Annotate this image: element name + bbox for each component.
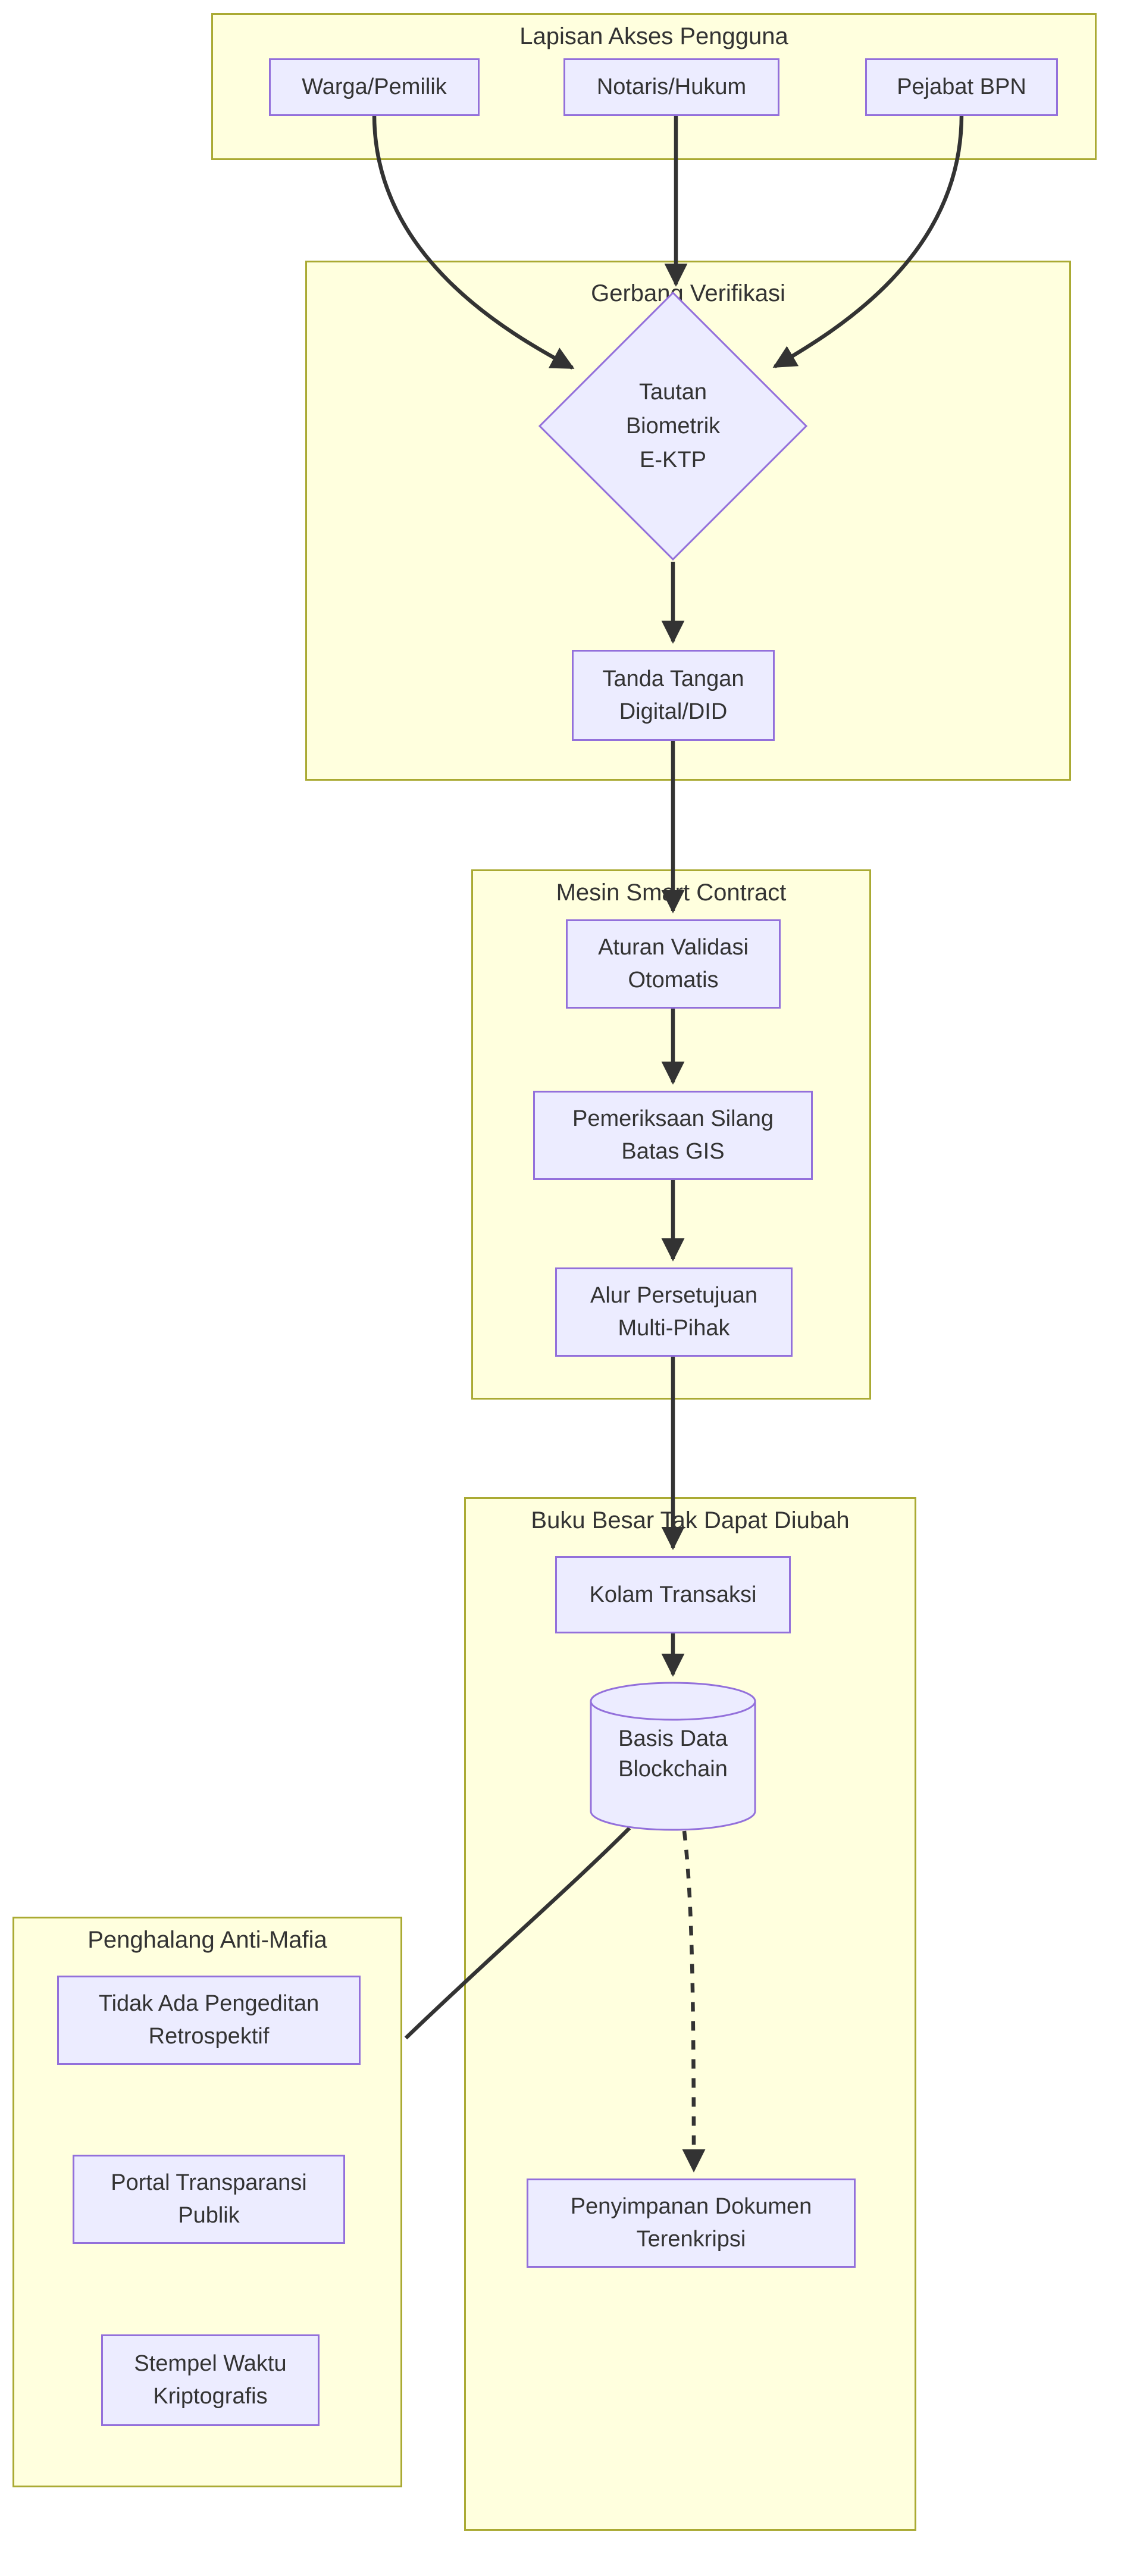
edge-basis-to-penyimpanan xyxy=(682,1830,706,2173)
container-title-gerbang: Gerbang Verifikasi xyxy=(591,280,785,306)
container-title-penghalang: Penghalang Anti-Mafia xyxy=(87,1927,327,1953)
node-portal-transparansi-publik: Portal Transparansi Publik xyxy=(73,2155,345,2244)
node-alur-persetujuan-multi-pihak: Alur Persetujuan Multi-Pihak xyxy=(555,1267,793,1357)
node-stempel-waktu-kriptografis: Stempel Waktu Kriptografis xyxy=(101,2334,320,2426)
container-buku-besar: Buku Besar Tak Dapat Diubah xyxy=(464,1497,916,2531)
node-tanda-tangan-digital-did: Tanda Tangan Digital/DID xyxy=(572,650,775,741)
container-title-buku: Buku Besar Tak Dapat Diubah xyxy=(531,1507,850,1533)
node-notaris-hukum: Notaris/Hukum xyxy=(563,58,779,116)
edge-pejabat-to-tautan xyxy=(772,114,964,368)
cylinder-basis-data-blockchain xyxy=(590,1682,756,1831)
edge-warga-to-tautan xyxy=(372,114,575,370)
cylinder-top-rim xyxy=(590,1701,756,1721)
node-pemeriksaan-silang-batas-gis: Pemeriksaan Silang Batas GIS xyxy=(533,1091,813,1180)
edge-basis-to-tidak xyxy=(404,1826,631,2040)
container-title-lapisan: Lapisan Akses Pengguna xyxy=(519,23,788,49)
node-penyimpanan-dokumen-terenkripsi: Penyimpanan Dokumen Terenkripsi xyxy=(527,2179,856,2268)
node-aturan-validasi-otomatis: Aturan Validasi Otomatis xyxy=(566,919,781,1009)
node-kolam-transaksi: Kolam Transaksi xyxy=(555,1556,791,1633)
diamond-tautan-biometrik-ektp xyxy=(538,291,808,561)
node-warga-pemilik: Warga/Pemilik xyxy=(269,58,480,116)
node-tidak-ada-pengeditan-retrospektif: Tidak Ada Pengeditan Retrospektif xyxy=(57,1976,361,2065)
node-pejabat-bpn: Pejabat BPN xyxy=(865,58,1058,116)
